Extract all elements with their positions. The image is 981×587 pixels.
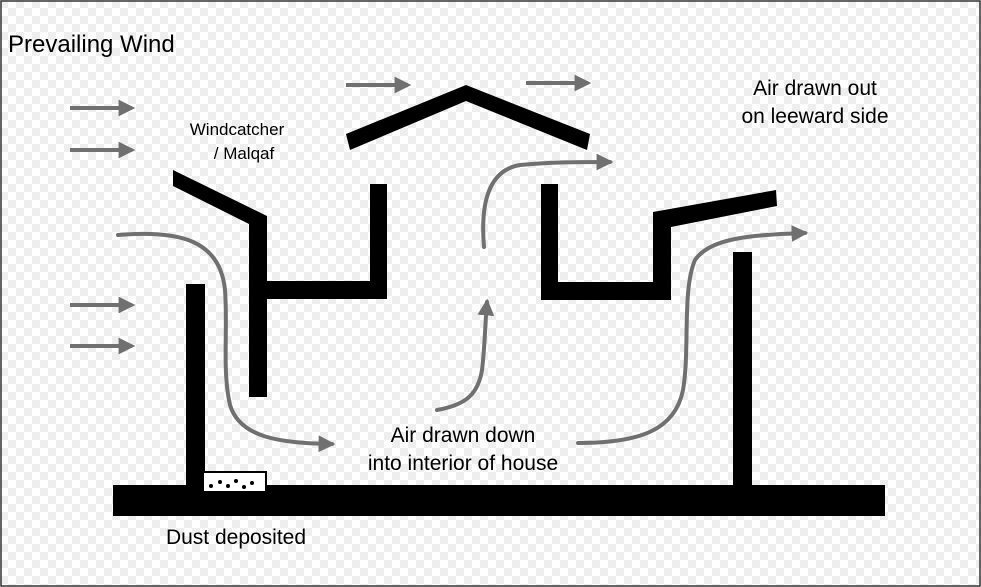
building-structure <box>113 85 885 516</box>
roof-peak <box>346 85 590 150</box>
airflow-rise-arrow <box>435 298 495 412</box>
label-dust-deposited: Dust deposited <box>166 526 306 549</box>
airflow-down-arrow <box>116 231 336 453</box>
label-air-drawn-out: Air drawn out <box>753 77 877 100</box>
label-windcatcher: Windcatcher <box>190 120 285 139</box>
airflow-paths <box>116 153 809 453</box>
right-outer-wall <box>733 252 752 487</box>
prevailing-wind-arrows <box>70 74 592 355</box>
label-malqaf: / Malqaf <box>214 144 275 163</box>
airflow-out-roof-arrow <box>481 153 614 249</box>
left-outer-wall <box>186 284 205 487</box>
leeward-roof-section <box>541 184 777 300</box>
windcatcher-scoop <box>173 170 387 397</box>
dust-particles <box>209 479 254 489</box>
airflow-out-leeward-arrow <box>576 225 809 445</box>
title-prevailing-wind: Prevailing Wind <box>8 31 175 58</box>
label-air-drawn-down: Air drawn down <box>391 424 536 447</box>
label-leeward-side: on leeward side <box>741 105 888 128</box>
label-into-interior: into interior of house <box>368 452 558 475</box>
dust-pocket <box>202 471 267 493</box>
